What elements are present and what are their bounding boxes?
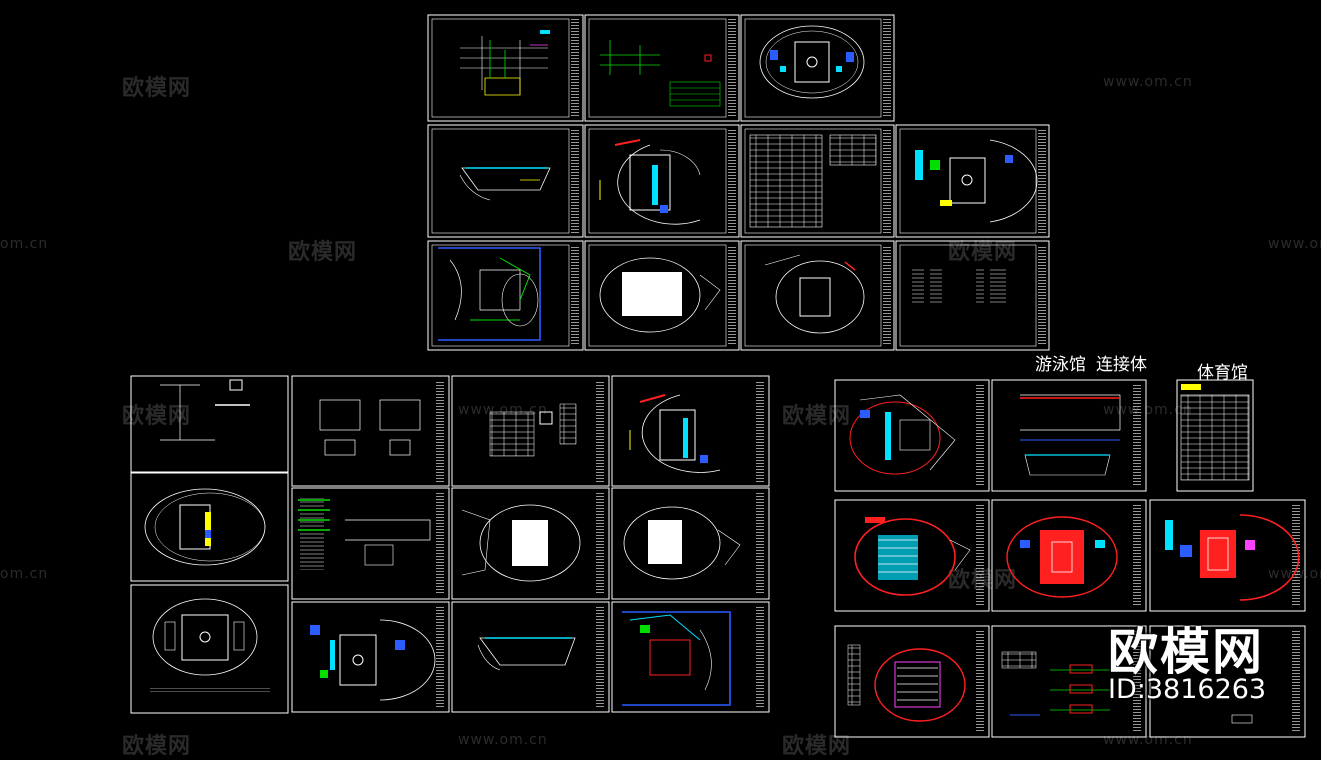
sheet-gym-plan-c2[interactable] xyxy=(291,601,450,713)
label-connector: 连接体 xyxy=(1096,355,1147,375)
sheet-natatorium-plan-r1[interactable] xyxy=(834,379,990,492)
sheet-natatorium-plan-3[interactable] xyxy=(611,375,770,487)
sheet-gym-plan-b3[interactable] xyxy=(451,487,610,600)
label-gymnasium: 体育馆 xyxy=(1197,363,1248,383)
sheet-detail-r9[interactable] xyxy=(1149,625,1306,738)
sheet-natatorium-color-plan[interactable] xyxy=(834,499,990,612)
sheet-gym-color-plan-1[interactable] xyxy=(991,499,1147,612)
watermark-url: om.cn xyxy=(0,566,49,582)
label-natatorium: 游泳馆 xyxy=(1035,355,1086,375)
sheet-gym-plan-top[interactable] xyxy=(740,14,895,122)
sheet-design-notes[interactable] xyxy=(895,240,1050,351)
sheet-system-diagram-r8[interactable] xyxy=(991,625,1147,738)
sheet-gym-plan-b1[interactable] xyxy=(130,471,289,582)
sheet-gym-plan-2[interactable] xyxy=(895,124,1050,238)
sheet-elevation-top[interactable] xyxy=(427,124,584,238)
sheet-door-window-schedule[interactable] xyxy=(740,124,895,238)
watermark-url: www.om.cn xyxy=(1103,402,1193,418)
watermark: 欧模网 xyxy=(122,404,192,429)
watermark-url: om.cn xyxy=(0,236,49,252)
sheet-natatorium-plan-b4[interactable] xyxy=(611,487,770,600)
sheet-system-diagram-2[interactable] xyxy=(584,14,740,122)
sheet-system-diagram-1[interactable] xyxy=(427,14,584,122)
sheet-gym-color-plan-2[interactable] xyxy=(1149,499,1306,612)
sheet-connector-plan-r2[interactable] xyxy=(991,379,1147,492)
watermark: 欧模网 xyxy=(948,240,1018,265)
sheet-elevation-c3[interactable] xyxy=(451,601,610,713)
watermark: 欧模网 xyxy=(122,76,192,101)
sheet-gym-schedule-r3[interactable] xyxy=(1176,379,1254,492)
brand-id-text: ID:3816263 xyxy=(1108,674,1267,705)
sheet-detail-a3[interactable] xyxy=(451,375,610,487)
sheet-section-b2[interactable] xyxy=(291,487,450,600)
sheet-gym-plan-3[interactable] xyxy=(740,240,895,351)
sheet-gym-plan-c1[interactable] xyxy=(130,584,289,714)
sheet-natatorium-plan-1[interactable] xyxy=(584,124,740,238)
sheet-natatorium-plan-r7[interactable] xyxy=(834,625,990,738)
watermark-url: www.om.cn xyxy=(1268,236,1321,252)
brand-logo: 欧模网 xyxy=(1108,623,1264,681)
sheet-natatorium-plan-2[interactable] xyxy=(584,240,740,351)
watermark-url: www.om.cn xyxy=(1103,74,1193,90)
watermark: 欧模网 xyxy=(782,404,852,429)
sheet-detail-a2[interactable] xyxy=(291,375,450,487)
watermark-url: www.om.cn xyxy=(458,732,548,748)
sheet-site-plan[interactable] xyxy=(427,240,584,351)
watermark: 欧模网 xyxy=(288,240,358,265)
sheet-detail-a1[interactable] xyxy=(130,375,289,474)
sheet-site-plan-c4[interactable] xyxy=(611,601,770,713)
watermark-url: www.om.cn xyxy=(1103,732,1193,748)
